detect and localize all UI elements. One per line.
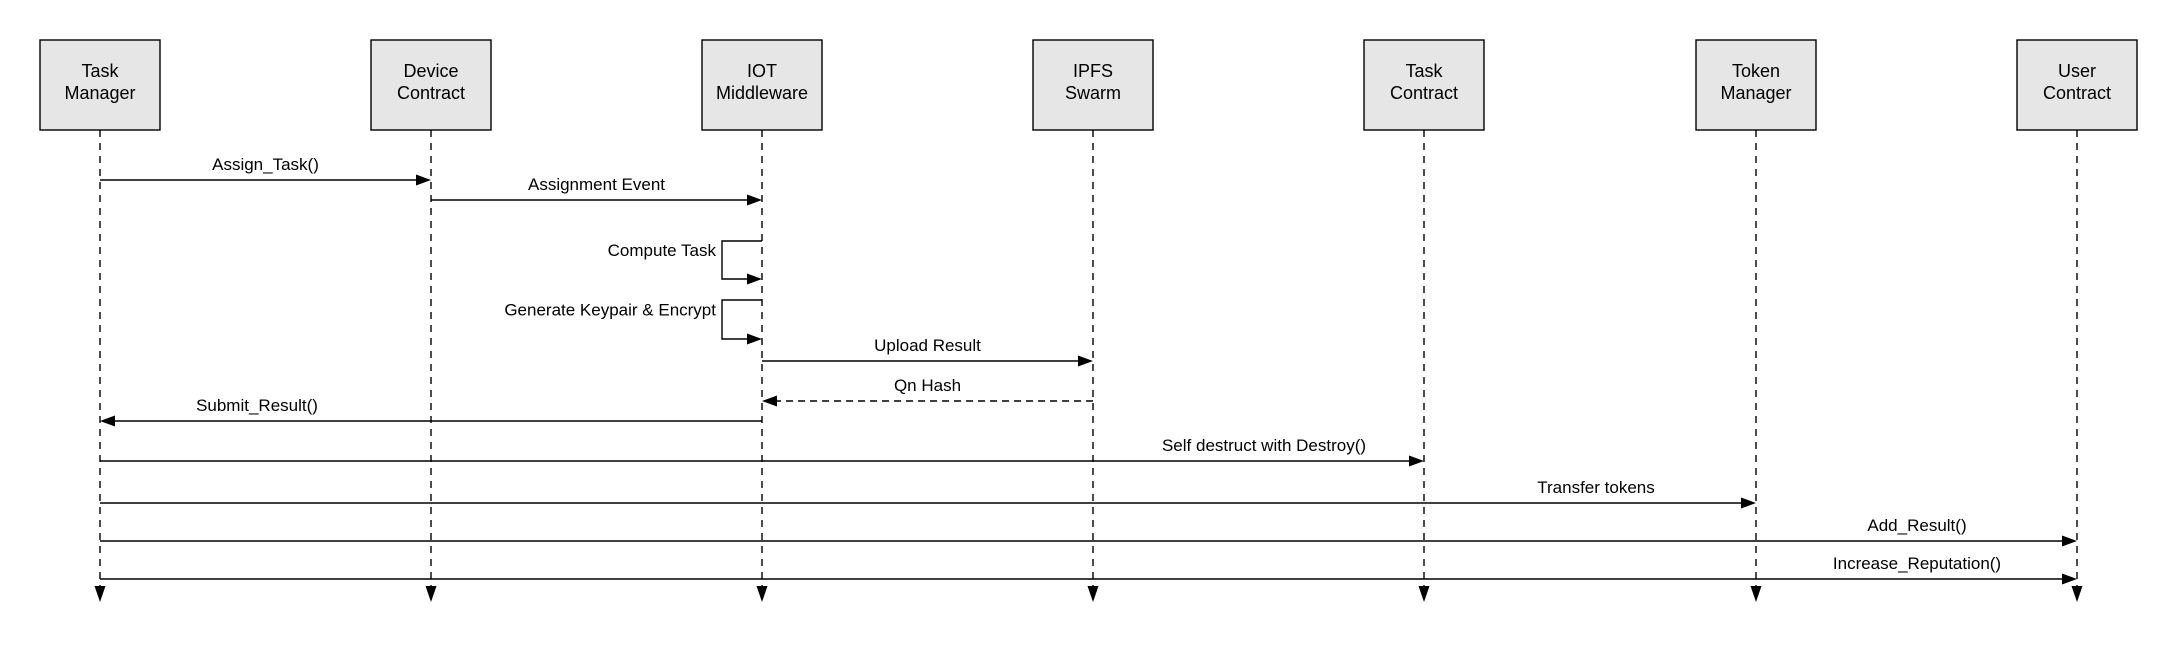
- message-label: Assign_Task(): [212, 155, 319, 174]
- lifeline-ipfs-swarm: [1087, 130, 1099, 602]
- message-label: Self destruct with Destroy(): [1162, 436, 1366, 455]
- participant-box: [1032, 39, 1154, 131]
- lifeline-user-contract: [2071, 130, 2083, 602]
- message-label: Upload Result: [874, 336, 981, 355]
- message-3: Compute Task: [608, 240, 762, 285]
- lifeline-task-manager: [94, 130, 106, 602]
- participants: TaskManagerDeviceContractIOTMiddlewareIP…: [39, 39, 2138, 131]
- message-arrowhead: [747, 333, 762, 345]
- message-2: Assignment Event: [431, 175, 762, 206]
- participant-label: Manager: [64, 83, 135, 103]
- message-label: Add_Result(): [1867, 516, 1966, 535]
- message-arrowhead: [747, 194, 762, 206]
- message-arrowhead: [762, 395, 777, 407]
- lifeline-end-arrowhead: [756, 586, 768, 602]
- message-arrowhead: [2062, 535, 2077, 547]
- message-arrowhead: [416, 174, 431, 186]
- message-label: Qn Hash: [894, 376, 961, 395]
- participant-label: IPFS: [1073, 61, 1113, 81]
- message-7: Submit_Result(): [100, 396, 762, 427]
- message-arrowhead: [1741, 497, 1756, 509]
- message-5: Upload Result: [762, 336, 1093, 367]
- lifeline-end-arrowhead: [425, 586, 437, 602]
- participant-box: [1695, 39, 1817, 131]
- participant-label: Middleware: [716, 83, 808, 103]
- message-arrowhead: [1409, 455, 1424, 467]
- participant-label: Contract: [2043, 83, 2111, 103]
- lifeline-task-contract: [1418, 130, 1430, 602]
- self-message-line: [721, 299, 762, 340]
- message-label: Compute Task: [608, 241, 717, 260]
- message-label: Transfer tokens: [1537, 478, 1654, 497]
- self-message-line: [721, 240, 762, 280]
- lifeline-end-arrowhead: [1750, 586, 1762, 602]
- participant-box: [2016, 39, 2138, 131]
- participant-box: [1363, 39, 1485, 131]
- participant-label: User: [2058, 61, 2096, 81]
- lifeline-end-arrowhead: [1087, 586, 1099, 602]
- message-label: Increase_Reputation(): [1833, 554, 2001, 573]
- lifeline-end-arrowhead: [2071, 586, 2083, 602]
- lifeline-iot-middleware: [756, 130, 768, 602]
- participant-label: Task: [1405, 61, 1443, 81]
- participant-label: IOT: [747, 61, 777, 81]
- participant-label: Task: [81, 61, 119, 81]
- participant-label: Device: [403, 61, 458, 81]
- participant-label: Contract: [1390, 83, 1458, 103]
- message-11: Increase_Reputation(): [100, 554, 2077, 585]
- participant-box: [39, 39, 161, 131]
- participant-label: Contract: [397, 83, 465, 103]
- message-1: Assign_Task(): [100, 155, 431, 186]
- message-4: Generate Keypair & Encrypt: [504, 299, 762, 345]
- message-9: Transfer tokens: [100, 478, 1756, 509]
- message-8: Self destruct with Destroy(): [100, 436, 1424, 467]
- lifeline-device-contract: [425, 130, 437, 602]
- lifeline-token-manager: [1750, 130, 1762, 602]
- message-arrowhead: [747, 273, 762, 285]
- lifelines: [94, 130, 2083, 602]
- message-10: Add_Result(): [100, 516, 2077, 547]
- message-label: Submit_Result(): [196, 396, 318, 415]
- participant-label: Token: [1732, 61, 1780, 81]
- message-label: Generate Keypair & Encrypt: [504, 301, 716, 320]
- message-arrowhead: [2062, 573, 2077, 585]
- message-arrowhead: [1078, 355, 1093, 367]
- message-arrowhead: [100, 415, 115, 427]
- participant-label: Manager: [1720, 83, 1791, 103]
- message-label: Assignment Event: [528, 175, 665, 194]
- participant-box: [370, 39, 492, 131]
- participant-label: Swarm: [1065, 83, 1121, 103]
- participant-box: [701, 39, 823, 131]
- lifeline-end-arrowhead: [94, 586, 106, 602]
- lifeline-end-arrowhead: [1418, 586, 1430, 602]
- message-6: Qn Hash: [762, 376, 1093, 407]
